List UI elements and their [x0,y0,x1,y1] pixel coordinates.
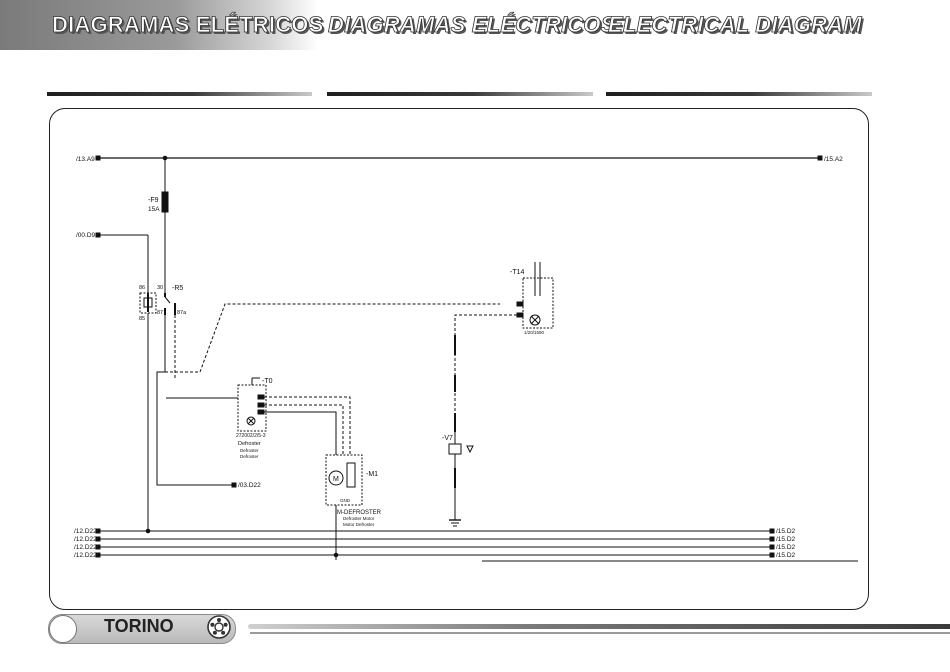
t0-desc-2: Defroster [240,448,259,453]
title-spanish: DIAGRAMAS ELÉCTRICOS [328,12,616,38]
m1-desc-3: Motor Defroster [343,522,375,527]
wire-t0-m1-c [264,411,337,455]
label-m1: -M1 [366,471,378,478]
diagram-frame [49,108,869,610]
m1-gnd: GND [340,498,351,503]
r5-pin-87a: 87a [177,310,187,316]
r5-pin-86: 86 [139,285,145,291]
wheel-logo-icon [207,615,231,639]
relay-r5-contact [164,296,171,304]
ref-12d22-1: /12.D22 [74,528,97,535]
header-rule-right [606,92,872,96]
footer-pill-circle [49,615,77,643]
ref-12d22-4: /12.D22 [74,552,97,559]
r5-pin-87: 87 [157,310,163,316]
label-t0: -T0 [262,378,273,385]
m1-desc-2: Defroster Motor [343,516,375,521]
valve-v7 [448,443,462,455]
m1-symbol: M [333,476,339,483]
connector-left-top [95,155,101,161]
title-english: ELECTRICAL DIAGRAM [608,12,862,38]
fuse-f9 [161,191,169,213]
sensor-t14 [522,277,554,329]
t0-desc-1: Defroster [238,441,261,447]
motor-m1-icon [328,470,344,486]
label-f9-rating: 15A [148,206,160,213]
t0-part-number: 272002/2/5-3 [236,433,266,439]
ref-00d9: /00.D9 [76,232,96,239]
motor-m1-box [325,454,363,506]
label-t14: -T14 [510,269,525,276]
header-rule-left [47,92,312,96]
relay-r5-coil-inner [143,297,153,308]
ref-15a2: /15.A2 [824,156,843,163]
footer-brand: TORINO [104,616,174,636]
ref-13a9: /13.A9 [76,156,95,163]
t0-lamp-icon [246,416,256,426]
t14-lamp-icon [529,314,541,326]
title-portuguese: DIAGRAMAS ELÉTRICOS [52,12,324,38]
wire-t0-m1-a [264,396,351,455]
ref-03d22: /03.D22 [238,482,261,489]
connector-03d22 [231,482,237,488]
footer-line [248,624,950,629]
footer-brand-pill [48,614,236,644]
header-rule-middle [327,92,593,96]
header-band [0,0,318,50]
ref-15d2-3: /15.D2 [776,544,796,551]
label-f9: -F9 [148,197,159,204]
ref-12d22-2: /12.D22 [74,536,97,543]
label-r5: -R5 [172,285,183,292]
t14-part-number: 1/20/1590 [524,330,545,335]
wire-t14-v7 [454,314,517,432]
r5-pin-30: 30 [157,285,163,291]
ref-15d2-1: /15.D2 [776,528,796,535]
wire-t0-m1-b [264,404,344,455]
wire-to-t14-top [165,303,500,373]
connector-right-top [817,155,823,161]
connector-00d9 [95,232,101,238]
wire-to-03d22 [156,371,232,486]
m1-desc-1: M-DEFROSTER [337,510,382,516]
ref-15d2-2: /15.D2 [776,536,796,543]
label-v7: -V7 [442,435,453,442]
footer-line-thin [250,632,950,634]
ref-12d22-3: /12.D22 [74,544,97,551]
r5-pin-85: 85 [139,316,145,322]
switch-t0 [237,384,267,432]
t0-desc-3: Defroster [240,454,259,459]
ref-15d2-4: /15.D2 [776,552,796,559]
